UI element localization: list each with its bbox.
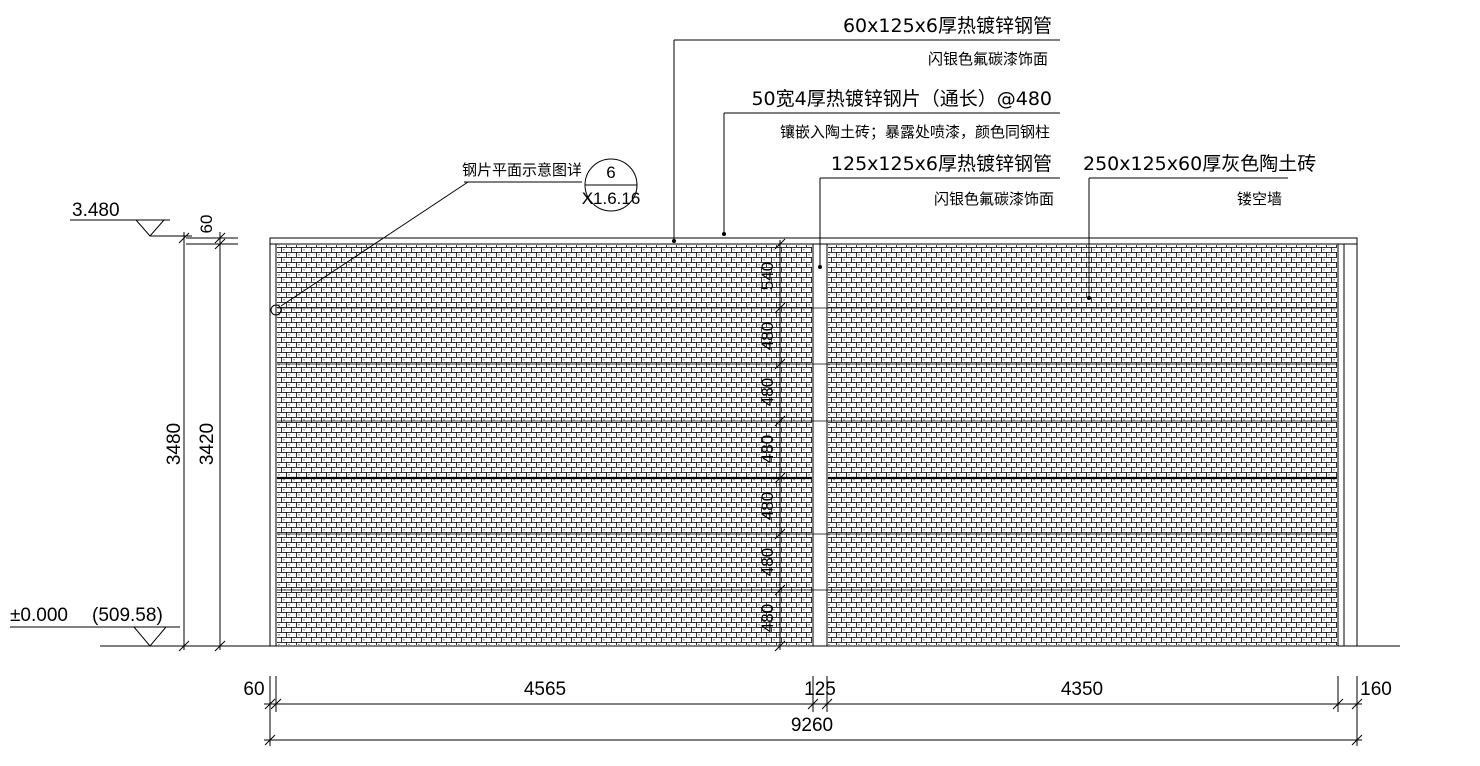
- left-brick-panel: [277, 245, 812, 645]
- detail-ref-label: 钢片平面示意图详: [462, 161, 582, 179]
- right-brick-panel: [828, 245, 1337, 645]
- vertical-dimension-panel: 60 3420: [186, 215, 238, 652]
- callout-1-line2: 闪银色氟碳漆饰面: [928, 50, 1048, 68]
- callout-mid-post: 125x125x6厚热镀锌钢管 闪银色氟碳漆饰面: [818, 153, 1060, 269]
- level-marker-top: 3.480: [70, 200, 192, 237]
- dim-left-panel-text: 4565: [524, 679, 566, 700]
- dim-right-post-text: 160: [1360, 679, 1392, 700]
- detail-reference: 钢片平面示意图详 6 X1.6.16: [270, 158, 641, 316]
- callout-3-line1: 125x125x6厚热镀锌钢管: [831, 153, 1052, 175]
- course-dim-1: 540: [758, 262, 777, 290]
- dim-left-post-text: 60: [243, 679, 264, 700]
- dim-total-text: 3480: [164, 423, 185, 465]
- callout-1-line1: 60x125x6厚热镀锌钢管: [843, 15, 1052, 37]
- level-marker-ground: ±0.000 (509.58): [10, 605, 180, 647]
- callout-3-line2: 闪银色氟碳漆饰面: [934, 190, 1054, 208]
- dim-panel-text: 3420: [197, 423, 218, 465]
- course-dim-2: 480: [758, 322, 777, 350]
- steel-strips: [277, 307, 1337, 591]
- callout-2-line1: 50宽4厚热镀锌钢片（通长）@480: [751, 88, 1052, 110]
- horizontal-dimensions: 60 4565 125 4350 160 9260: [243, 676, 1392, 746]
- course-dim-7: 480: [758, 604, 777, 632]
- detail-ref-sheet: X1.6.16: [582, 189, 641, 208]
- callout-4-line1: 250x125x60厚灰色陶土砖: [1083, 153, 1316, 175]
- course-dim-3: 480: [758, 378, 777, 406]
- level-ground-abs-text: (509.58): [92, 605, 163, 626]
- dim-right-panel-text: 4350: [1061, 679, 1103, 700]
- course-dim-5: 480: [758, 492, 777, 520]
- course-dim-4: 480: [758, 435, 777, 463]
- callout-steel-strip: 50宽4厚热镀锌钢片（通长）@480 镶嵌入陶土砖；暴露处喷漆，颜色同钢柱: [722, 88, 1060, 236]
- detail-ref-origin-circle: [270, 304, 282, 316]
- callout-top-rail: 60x125x6厚热镀锌钢管 闪银色氟碳漆饰面: [672, 15, 1060, 243]
- level-top-text: 3.480: [72, 200, 120, 221]
- callout-brick: 250x125x60厚灰色陶土砖 镂空墙: [1083, 153, 1316, 300]
- course-dim-6: 480: [758, 548, 777, 576]
- dim-mid-post-text: 125: [804, 679, 836, 700]
- dim-overall-text: 9260: [791, 715, 833, 736]
- course-dimensions: 540 480 480 480 480 480 480: [758, 238, 786, 652]
- vertical-dimension-total: 3480: [164, 232, 190, 652]
- level-ground-text: ±0.000: [10, 605, 68, 626]
- dim-top-gap-text: 60: [197, 215, 216, 234]
- callout-2-line2: 镶嵌入陶土砖；暴露处喷漆，颜色同钢柱: [780, 123, 1050, 141]
- callout-4-line2: 镂空墙: [1237, 190, 1282, 208]
- detail-ref-number: 6: [606, 163, 615, 182]
